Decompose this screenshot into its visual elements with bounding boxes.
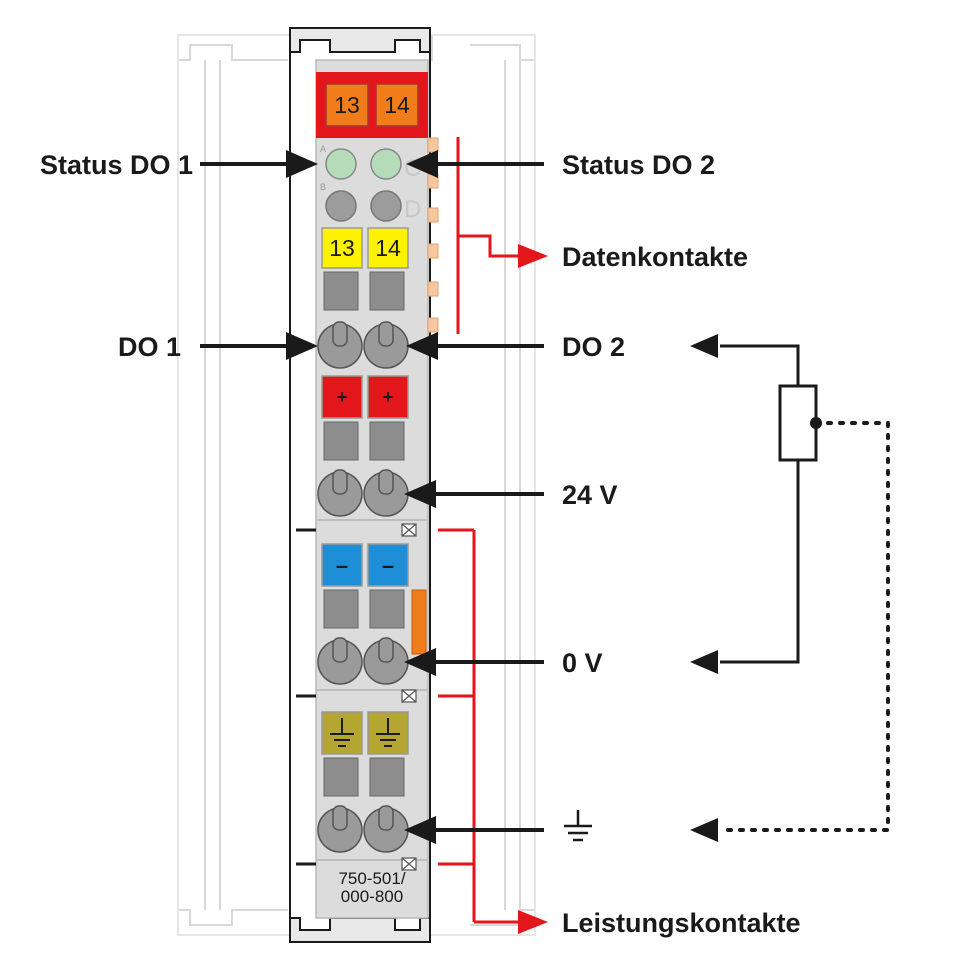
ground-icon-right (376, 718, 400, 747)
marker-carrier-top: 13 14 (316, 72, 428, 138)
marker-plus: + + (321, 375, 409, 419)
datenkontakte-bracket (456, 137, 518, 334)
led-d-label: D (404, 196, 421, 223)
ground-symbol-icon (564, 810, 592, 842)
leistungskontakte-arrowhead (518, 910, 548, 934)
clamp-row-24v (317, 421, 409, 517)
label-leistungskontakte: Leistungskontakte (562, 908, 801, 938)
load-shield-dot (810, 417, 822, 429)
part-number-line2: 000-800 (341, 887, 403, 906)
clamp-row-do (317, 271, 409, 369)
power-contact-springs (401, 523, 417, 871)
label-status-do2: Status DO 2 (562, 150, 715, 180)
marker-13-top: 13 (334, 92, 360, 118)
label-do1: DO 1 (118, 332, 181, 362)
plus-left: + (337, 387, 348, 407)
marker-14-yellow: 14 (375, 235, 401, 261)
marker-yellow: 13 14 (321, 227, 409, 269)
load-circuit (720, 344, 818, 664)
plus-right: + (383, 387, 394, 407)
load-arrowheads (690, 334, 718, 842)
label-24v: 24 V (562, 480, 618, 510)
minus-left: – (336, 553, 348, 578)
shield-dotted-line (720, 421, 890, 832)
ground-icon-left (330, 718, 354, 747)
label-0v: 0 V (562, 648, 603, 678)
led-a-label: A (320, 144, 326, 154)
datenkontakte-arrowhead (518, 244, 548, 268)
led-status-do1 (325, 148, 357, 180)
led-b-label: B (320, 182, 326, 192)
marker-13-yellow: 13 (329, 235, 355, 261)
pointer-arrows (200, 162, 544, 832)
data-contact-tabs (427, 137, 439, 333)
marker-minus: – – (321, 543, 409, 587)
led-unused-right (370, 190, 402, 222)
label-status-do1: Status DO 1 (40, 150, 193, 180)
part-number-line1: 750-501/ (338, 869, 405, 888)
power-jumper (411, 589, 427, 655)
label-datenkontakte: Datenkontakte (562, 242, 748, 272)
leistungskontakte-bracket (438, 528, 518, 924)
led-status-do2 (370, 148, 402, 180)
pointer-arrowheads (286, 150, 438, 844)
clamp-row-ground (317, 757, 409, 853)
led-unused-left (325, 190, 357, 222)
minus-right: – (382, 553, 394, 578)
label-do2: DO 2 (562, 332, 625, 362)
marker-14-top: 14 (384, 92, 410, 118)
marker-ground (321, 711, 409, 755)
